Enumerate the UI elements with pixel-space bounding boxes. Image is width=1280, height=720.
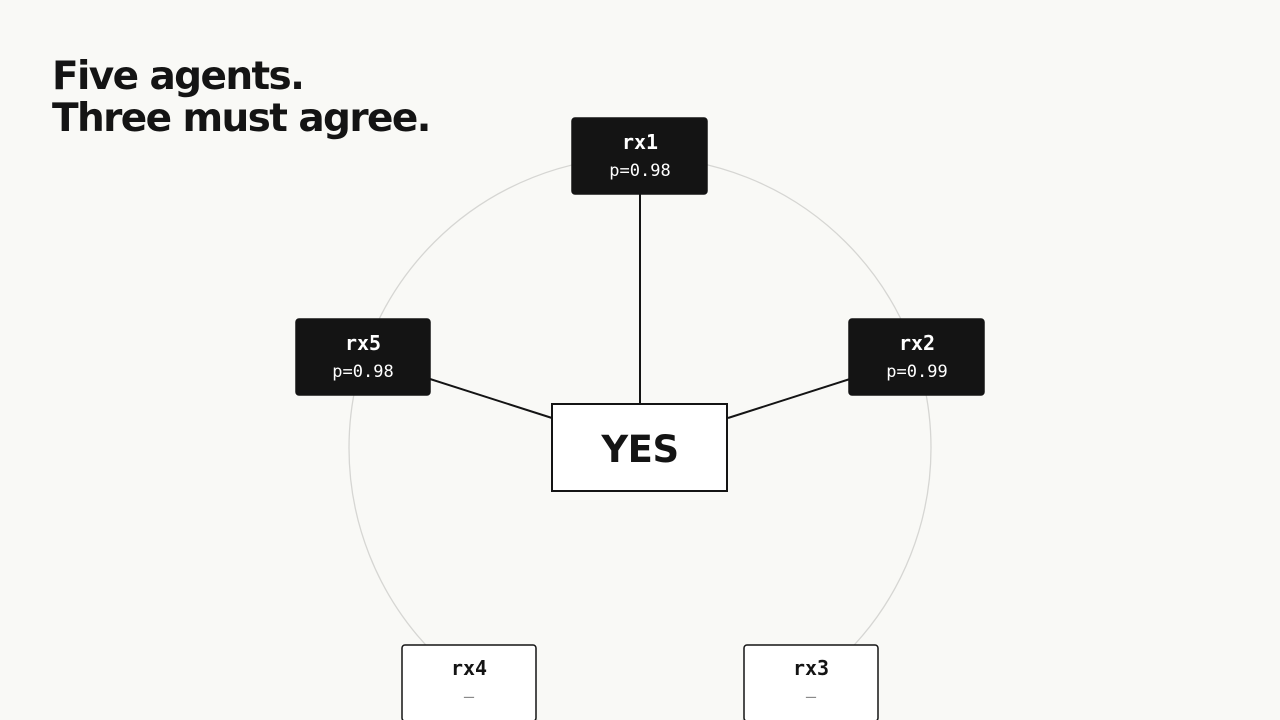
agent-value: — — [464, 687, 475, 707]
agent-value: p=0.98 — [609, 161, 670, 181]
consensus-node: YES — [551, 403, 728, 492]
agent-box — [743, 644, 879, 720]
agent-name: rx4 — [451, 656, 487, 680]
agent-name: rx2 — [899, 331, 935, 355]
agent-box — [401, 644, 537, 720]
edges — [429, 194, 851, 419]
agent-value: — — [806, 687, 817, 707]
agent-box — [295, 318, 431, 396]
agent-value: p=0.99 — [886, 362, 947, 382]
agent-box — [571, 117, 708, 195]
edge-rx5-consensus — [429, 378, 553, 419]
edge-rx2-consensus — [727, 378, 851, 419]
agent-name: rx3 — [793, 656, 829, 680]
agent-node-rx1: rx1 p=0.98 — [571, 117, 708, 195]
agent-node-rx4: rx4 — — [401, 644, 537, 720]
headline-line-2: Three must agree. — [52, 96, 432, 141]
agent-name: rx1 — [622, 130, 658, 154]
agent-value: p=0.98 — [332, 362, 393, 382]
consensus-label: YES — [600, 428, 678, 471]
agent-node-rx5: rx5 p=0.98 — [295, 318, 431, 396]
agent-node-rx2: rx2 p=0.99 — [848, 318, 985, 396]
headline: Five agents. Three must agree. — [52, 54, 432, 141]
headline-line-1: Five agents. — [52, 54, 305, 99]
agent-name: rx5 — [345, 331, 381, 355]
agent-node-rx3: rx3 — — [743, 644, 879, 720]
consensus-box — [551, 403, 728, 492]
agent-box — [848, 318, 985, 396]
